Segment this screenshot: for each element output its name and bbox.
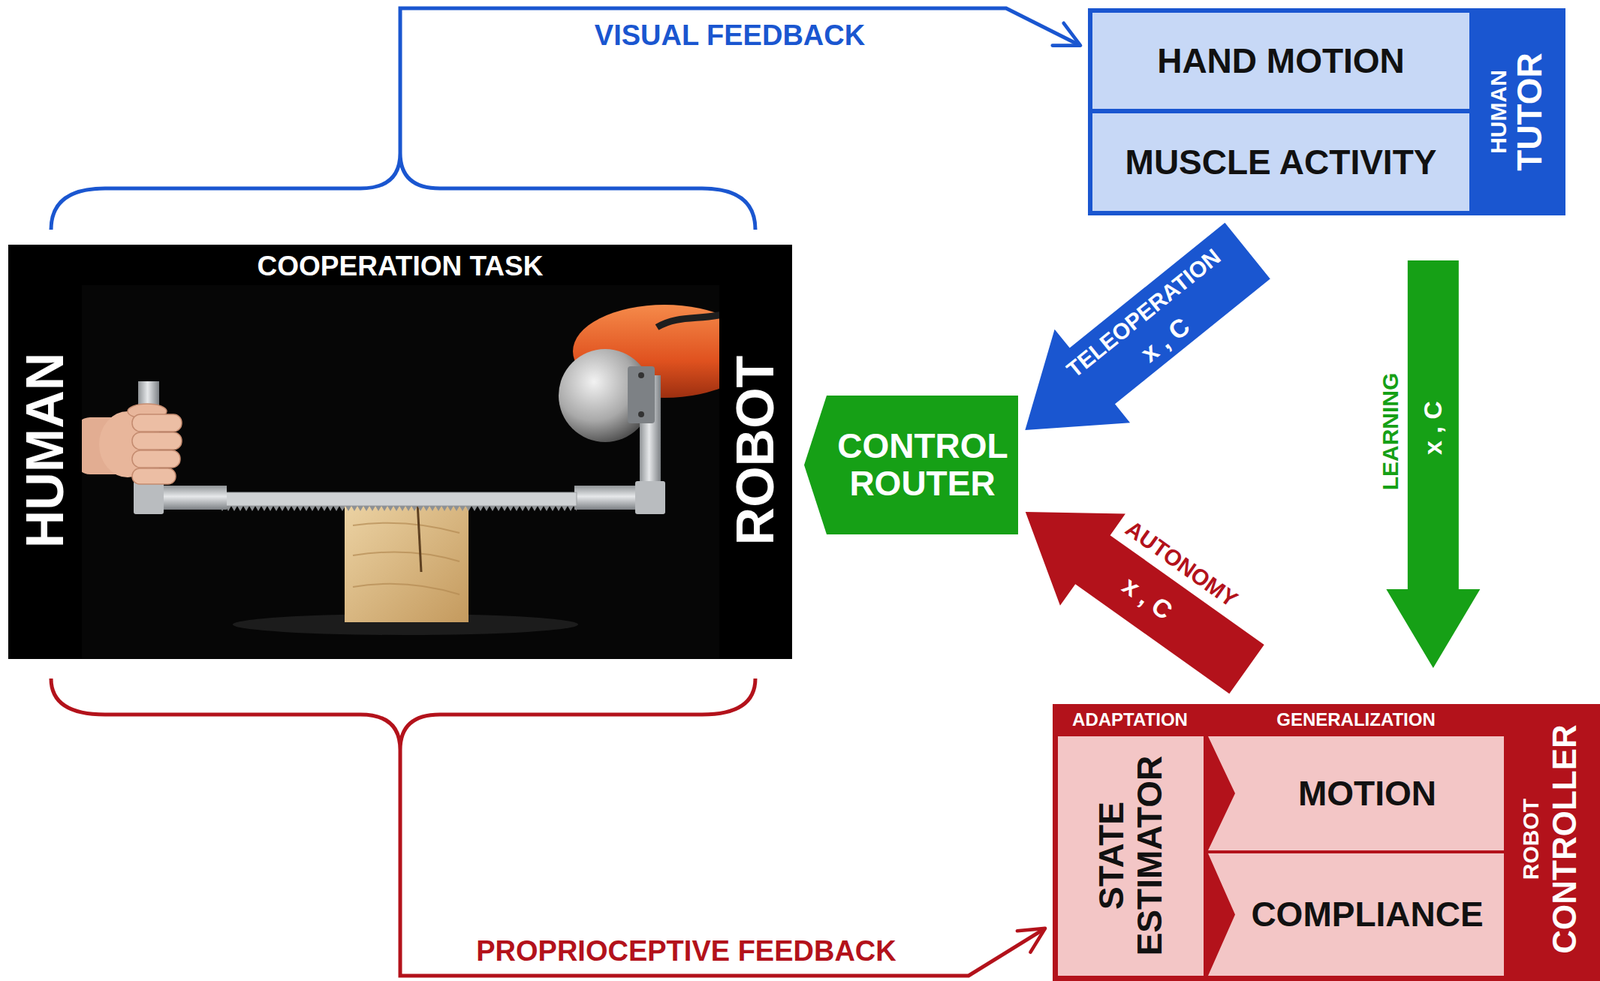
human-tutor-box: HUMANTUTOR HAND MOTION MUSCLE ACTIVITY [1087, 8, 1566, 216]
wood-block [344, 502, 469, 623]
box-label: COMPLIANCE [1250, 895, 1483, 935]
graphic-circle [638, 372, 645, 379]
graphic-rect [219, 506, 577, 513]
photo-panel-ground [8, 244, 793, 660]
edge-label: PROPRIOCEPTIVE FEEDBACK [476, 936, 897, 968]
box-title-holder: ROBOT [1518, 798, 1543, 880]
graphic-circle [638, 411, 645, 418]
shape-fill [1208, 736, 1504, 851]
graphic-path [352, 523, 460, 595]
edge-label-holder: TELEOPERATION [1062, 244, 1226, 383]
column-heading-holder: GENERALIZATION [1276, 710, 1436, 730]
side-label-holder: HUMAN [16, 352, 75, 549]
edge-label-holder: LEARNING [1377, 373, 1402, 492]
box-label-holder: STATE ESTIMATOR [1092, 756, 1169, 957]
box-title-holder: TUTOR [1510, 52, 1549, 172]
panel-title: COOPERATION TASK [257, 251, 544, 283]
robot-cable [656, 312, 720, 328]
box-title: TUTOR [1510, 52, 1549, 172]
box-label-holder: HAND MOTION [1157, 42, 1405, 81]
box-label: CONTROL ROUTER [837, 427, 1008, 504]
signal-label: x , C [1419, 400, 1447, 455]
shape-fill [804, 395, 1019, 535]
edge-label-holder: PROPRIOCEPTIVE FEEDBACK [476, 936, 897, 968]
column-heading: GENERALIZATION [1276, 710, 1436, 730]
adaptation-column: ADAPTATION STATE ESTIMATOR [1052, 704, 1209, 981]
graphic-rect [132, 414, 182, 432]
bracket [51, 678, 756, 751]
saw-blade [219, 492, 577, 507]
panel-title-holder: COOPERATION TASK [257, 251, 544, 283]
graphic-rect [635, 481, 666, 515]
block-arrow [1024, 222, 1270, 431]
column-heading-holder: ADAPTATION [1072, 710, 1188, 730]
box-label-holder: COMPLIANCE [1250, 895, 1483, 935]
block-arrow [1025, 512, 1265, 694]
box-title: HUMAN [1485, 69, 1511, 154]
graphic-rect [132, 450, 181, 468]
signal-label: x , C [1117, 571, 1178, 626]
shape-fill [1208, 853, 1504, 977]
feedback-arrow [400, 8, 1081, 154]
column-heading: ADAPTATION [1072, 710, 1188, 730]
motion-box: MOTION [1208, 736, 1504, 851]
box-title-holder: CONTROLLER [1546, 724, 1583, 955]
cooperation-task-panel: COOPERATION TASK HUMAN ROBOT [8, 153, 793, 751]
side-label: ROBOT [726, 355, 785, 546]
edge-label: VISUAL FEEDBACK [594, 20, 865, 52]
muscle-activity-box: MUSCLE ACTIVITY [1092, 113, 1470, 211]
box-label: STATE ESTIMATOR [1092, 756, 1169, 957]
edge-label: TELEOPERATION [1062, 244, 1226, 383]
box-title: ROBOT [1518, 798, 1543, 880]
signal-label-holder: x , C [1419, 400, 1447, 455]
box-title-holder: HUMAN [1485, 69, 1511, 154]
control-router-pentagon: CONTROL ROUTER [804, 395, 1019, 535]
box-title: CONTROLLER [1546, 724, 1583, 955]
side-label-holder: ROBOT [726, 355, 785, 546]
edge-label: LEARNING [1377, 373, 1402, 492]
box-label: MOTION [1298, 774, 1437, 814]
box-label: HAND MOTION [1157, 42, 1405, 81]
bracket [51, 153, 756, 230]
graphic-rect [132, 432, 182, 450]
graphic-rect [132, 468, 176, 485]
side-label: HUMAN [16, 352, 75, 549]
box-label-holder: MUSCLE ACTIVITY [1125, 143, 1438, 182]
robot-flange [627, 366, 655, 424]
robot-controller-box: ROBOTCONTROLLER ADAPTATION STATE ESTIMATOR… [1052, 704, 1600, 981]
photo [81, 285, 720, 659]
box-label-holder: CONTROL ROUTER [837, 427, 1008, 504]
box-label-holder: MOTION [1298, 774, 1437, 814]
graphic-rect [133, 481, 164, 515]
hand-motion-box: HAND MOTION [1092, 12, 1470, 109]
feedback-arrow [400, 750, 1046, 977]
graphic-path [417, 502, 422, 573]
generalization-column: GENERALIZATION MOTION COMPLIANCE [1208, 704, 1504, 981]
box-label: MUSCLE ACTIVITY [1125, 143, 1438, 182]
compliance-box: COMPLIANCE [1208, 853, 1504, 977]
signal-label-holder: x , C [1117, 571, 1178, 626]
edge-label-holder: VISUAL FEEDBACK [594, 20, 865, 52]
